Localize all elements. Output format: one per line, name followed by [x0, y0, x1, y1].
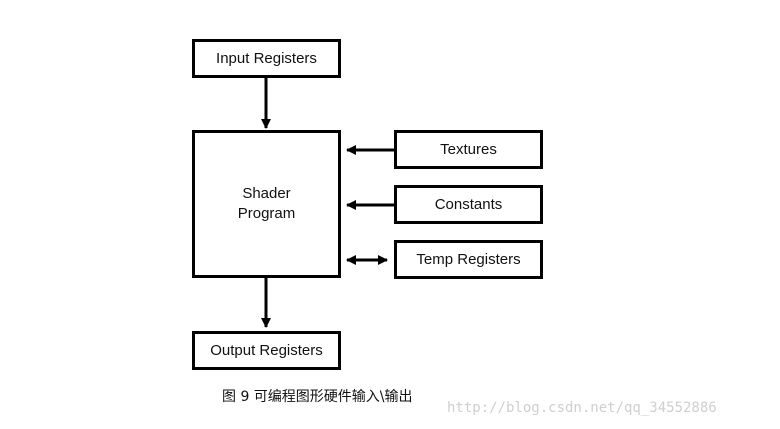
input-registers-label: Input Registers — [216, 49, 317, 67]
temp-registers-box: Temp Registers — [394, 240, 543, 279]
watermark-url: http://blog.csdn.net/qq_34552886 — [447, 400, 717, 416]
textures-label: Textures — [440, 140, 497, 158]
output-registers-box: Output Registers — [192, 331, 341, 370]
shader-program-box: Shader Program — [192, 130, 341, 278]
textures-box: Textures — [394, 130, 543, 169]
constants-box: Constants — [394, 185, 543, 224]
constants-label: Constants — [434, 195, 503, 213]
input-registers-box: Input Registers — [192, 39, 341, 78]
temp-registers-label: Temp Registers — [416, 250, 521, 268]
output-registers-label: Output Registers — [210, 341, 323, 359]
figure-caption: 图 9 可编程图形硬件输入\输出 — [222, 389, 413, 405]
shader-program-label: Shader Program — [237, 185, 296, 222]
